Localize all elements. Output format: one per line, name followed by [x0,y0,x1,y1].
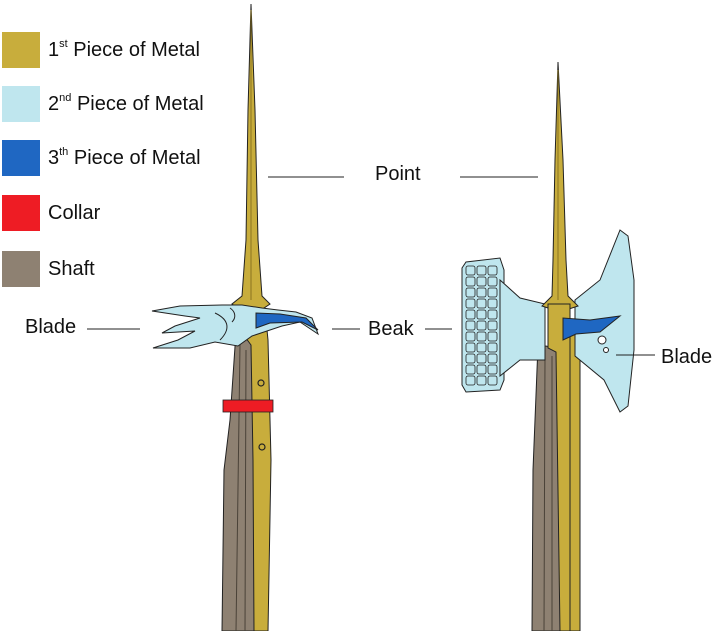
left-rivet-lower [258,443,266,451]
legend-item-shaft: Shaft [2,251,95,287]
left-blade-detail [214,307,236,341]
hammer-tooth [476,320,487,331]
hammer-tooth [465,265,476,276]
legend-item-metal-3: 3th Piece of Metal [2,140,201,176]
right-hammer [461,257,505,393]
right-beak [562,315,622,341]
label-blade-left: Blade [25,316,77,338]
right-weapon [461,61,635,631]
hammer-tooth [465,375,476,386]
legend-item-metal-2: 2nd Piece of Metal [2,86,204,122]
hammer-tooth [487,331,498,342]
right-hammer-neck [499,278,546,378]
legend-label-metal-3: 3th Piece of Metal [48,146,201,169]
hammer-tooth [465,342,476,353]
right-shaft [531,344,561,631]
legend-swatch-metal-2 [2,86,40,122]
hammer-tooth [476,287,487,298]
right-shaft-grain [543,354,553,631]
hammer-tooth [465,364,476,375]
hammer-tooth [465,320,476,331]
hammer-tooth [487,342,498,353]
hammer-tooth [476,276,487,287]
hammer-tooth [487,265,498,276]
hammer-tooth [465,353,476,364]
right-bolt-2 [603,347,609,353]
hammer-tooth [487,287,498,298]
right-hammer-teeth [465,265,498,386]
hammer-tooth [476,353,487,364]
legend-label-collar: Collar [48,201,101,224]
hammer-tooth [476,364,487,375]
hammer-tooth [487,320,498,331]
legend-swatch-metal-3 [2,140,40,176]
legend-label-shaft: Shaft [48,257,95,280]
hammer-tooth [465,298,476,309]
hammer-tooth [476,375,487,386]
legend-item-collar: Collar [2,195,100,231]
right-point [541,61,579,313]
label-beak: Beak [368,318,414,340]
hammer-tooth [487,364,498,375]
legend-swatch-collar [2,195,40,231]
legend-item-metal-1: 1st Piece of Metal [2,32,200,68]
hammer-tooth [487,298,498,309]
left-collar [222,399,274,413]
left-weapon [151,3,320,631]
hammer-tooth [487,276,498,287]
left-beak [255,312,319,331]
legend-label-metal-1: 1st Piece of Metal [48,38,200,61]
hammer-tooth [465,309,476,320]
right-socket [547,303,571,631]
label-point: Point [375,163,421,185]
hammer-tooth [476,342,487,353]
label-blade-right: Blade [661,346,713,368]
legend-swatch-shaft [2,251,40,287]
hammer-tooth [487,375,498,386]
left-rivet-upper [257,379,265,387]
right-bolt [597,335,607,345]
hammer-tooth [476,331,487,342]
legend-label-metal-2: 2nd Piece of Metal [48,92,204,115]
hammer-tooth [487,353,498,364]
hammer-tooth [465,276,476,287]
hammer-tooth [487,309,498,320]
hammer-tooth [476,309,487,320]
legend-swatch-metal-1 [2,32,40,68]
hammer-tooth [465,331,476,342]
hammer-tooth [476,265,487,276]
hammer-tooth [476,298,487,309]
left-shaft-grain [235,344,247,631]
left-blade [151,304,320,349]
hammer-tooth [465,287,476,298]
